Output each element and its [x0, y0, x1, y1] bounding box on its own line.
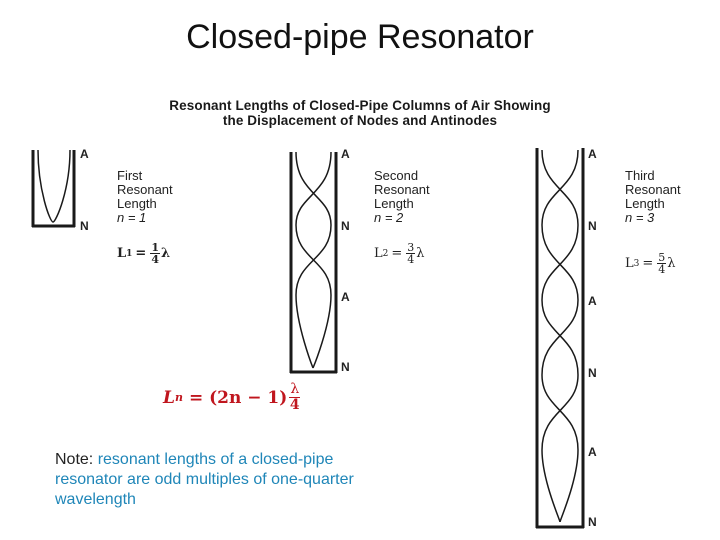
pipe-2-wave-a	[295, 151, 332, 369]
pipe-3-node-node-2: N	[588, 366, 597, 380]
note-prefix: Note:	[55, 451, 94, 468]
pipe-3-wave-a	[541, 149, 579, 523]
pipe-3-wave-b	[541, 149, 579, 523]
pipe-3-node-node-3: N	[588, 515, 597, 529]
note-text: Note: resonant lengths of a closed-pipe …	[55, 450, 405, 510]
pipe-2-node-node-1: N	[341, 219, 350, 233]
pipe-2-label: Second Resonant Length n = 2	[374, 168, 430, 225]
pipe-2-n: n = 2	[374, 210, 404, 225]
figure-title: Resonant Lengths of Closed-Pipe Columns …	[100, 98, 620, 128]
pipe-1-node-node: N	[80, 219, 89, 233]
pipe-3-n: n = 3	[625, 210, 655, 225]
pipe-1-node-antinode: A	[80, 147, 89, 161]
pipe-3-label: Third Resonant Length n = 3	[625, 168, 681, 225]
pipe-2-node-antinode-2: A	[341, 290, 350, 304]
slide-title: Closed-pipe Resonator	[186, 18, 534, 56]
figure-title-line2: the Displacement of Nodes and Antinodes	[222, 113, 498, 128]
pipe-1-n: n = 1	[117, 210, 147, 225]
pipe-1	[31, 149, 76, 228]
pipe-3-node-antinode-2: A	[588, 294, 597, 308]
pipe-3	[535, 148, 585, 529]
pipe-3-node-antinode-1: A	[588, 147, 597, 161]
figure-title-line1: Resonant Lengths of Closed-Pipe Columns …	[169, 98, 551, 113]
pipe-1-label: First Resonant Length n = 1	[117, 168, 173, 225]
pipe-2-node-antinode-1: A	[341, 147, 350, 161]
pipe-3-node-node-1: N	[588, 219, 597, 233]
pipe-2	[289, 151, 338, 374]
pipe-2-node-node-2: N	[341, 360, 350, 374]
pipe-2-wave-b	[295, 151, 332, 369]
pipe-3-node-antinode-3: A	[588, 445, 597, 459]
pipe-1-wave	[37, 149, 71, 223]
note-body: resonant lengths of a closed-pipe resona…	[55, 451, 354, 508]
